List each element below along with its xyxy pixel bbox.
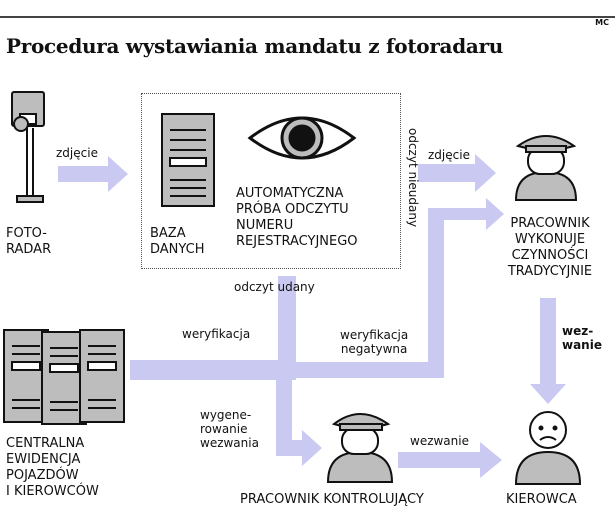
arrow-wygenerowanie xyxy=(276,376,322,466)
arrow-odczyt-udany-path xyxy=(130,276,296,380)
edge-odczyt-udany: odczyt udany xyxy=(234,280,315,294)
arrow-odczyt-nieudany-to-pracownik xyxy=(418,154,496,192)
node-fotoradar: FOTO- RADAR xyxy=(6,226,52,257)
officer-icon-top xyxy=(514,135,578,201)
edge-odczyt-nieudany: odczyt nieudany xyxy=(406,128,420,228)
arrow-weryfikacja-negatywna xyxy=(288,198,504,378)
node-baza-danych: BAZA DANYCH xyxy=(150,226,205,257)
edge-weryfikacja: weryfikacja xyxy=(182,327,251,341)
node-centralna-ewidencja: CENTRALNA EWIDENCJA POJAZDÓW I KIEROWCÓW xyxy=(6,436,99,499)
arrow-wezwanie-horizontal xyxy=(398,442,502,478)
edge-wygenerowanie: wygene- rowanie wezwania xyxy=(200,408,259,450)
database-server-icon xyxy=(161,113,215,207)
node-kierowca: KIEROWCA xyxy=(506,492,577,507)
top-rule xyxy=(0,16,615,18)
eye-icon xyxy=(247,116,357,160)
node-pracownik-kontrolujacy: PRACOWNIK KONTROLUJĄCY xyxy=(240,492,424,507)
speed-camera-icon xyxy=(11,91,45,203)
edge-weryfikacja-negatywna: weryfikacja negatywna xyxy=(340,328,409,356)
officer-icon-bottom xyxy=(326,413,394,483)
diagram-title: Procedura wystawiania mandatu z fotorada… xyxy=(6,34,504,58)
edge-zdjecie-2: zdjęcie xyxy=(428,148,470,162)
arrow-wezwanie-vertical xyxy=(530,298,566,404)
arrow-fotoradar-to-baza xyxy=(58,156,128,192)
credit-label: MC xyxy=(595,18,609,27)
edge-wezwanie-1: wezwanie xyxy=(410,434,469,448)
recognition-group-box xyxy=(141,93,401,269)
edge-wezwanie-2: wez- wanie xyxy=(562,324,602,352)
node-automatyczna-proba: AUTOMATYCZNA PRÓBA ODCZYTU NUMERU REJEST… xyxy=(236,186,358,249)
edge-zdjecie-1: zdjęcie xyxy=(56,146,98,160)
central-registry-servers-icon xyxy=(3,329,125,425)
driver-icon xyxy=(514,411,582,485)
node-pracownik-tradycyjnie: PRACOWNIK WYKONUJE CZYNNOŚCI TRADYCYJNIE xyxy=(507,216,593,279)
